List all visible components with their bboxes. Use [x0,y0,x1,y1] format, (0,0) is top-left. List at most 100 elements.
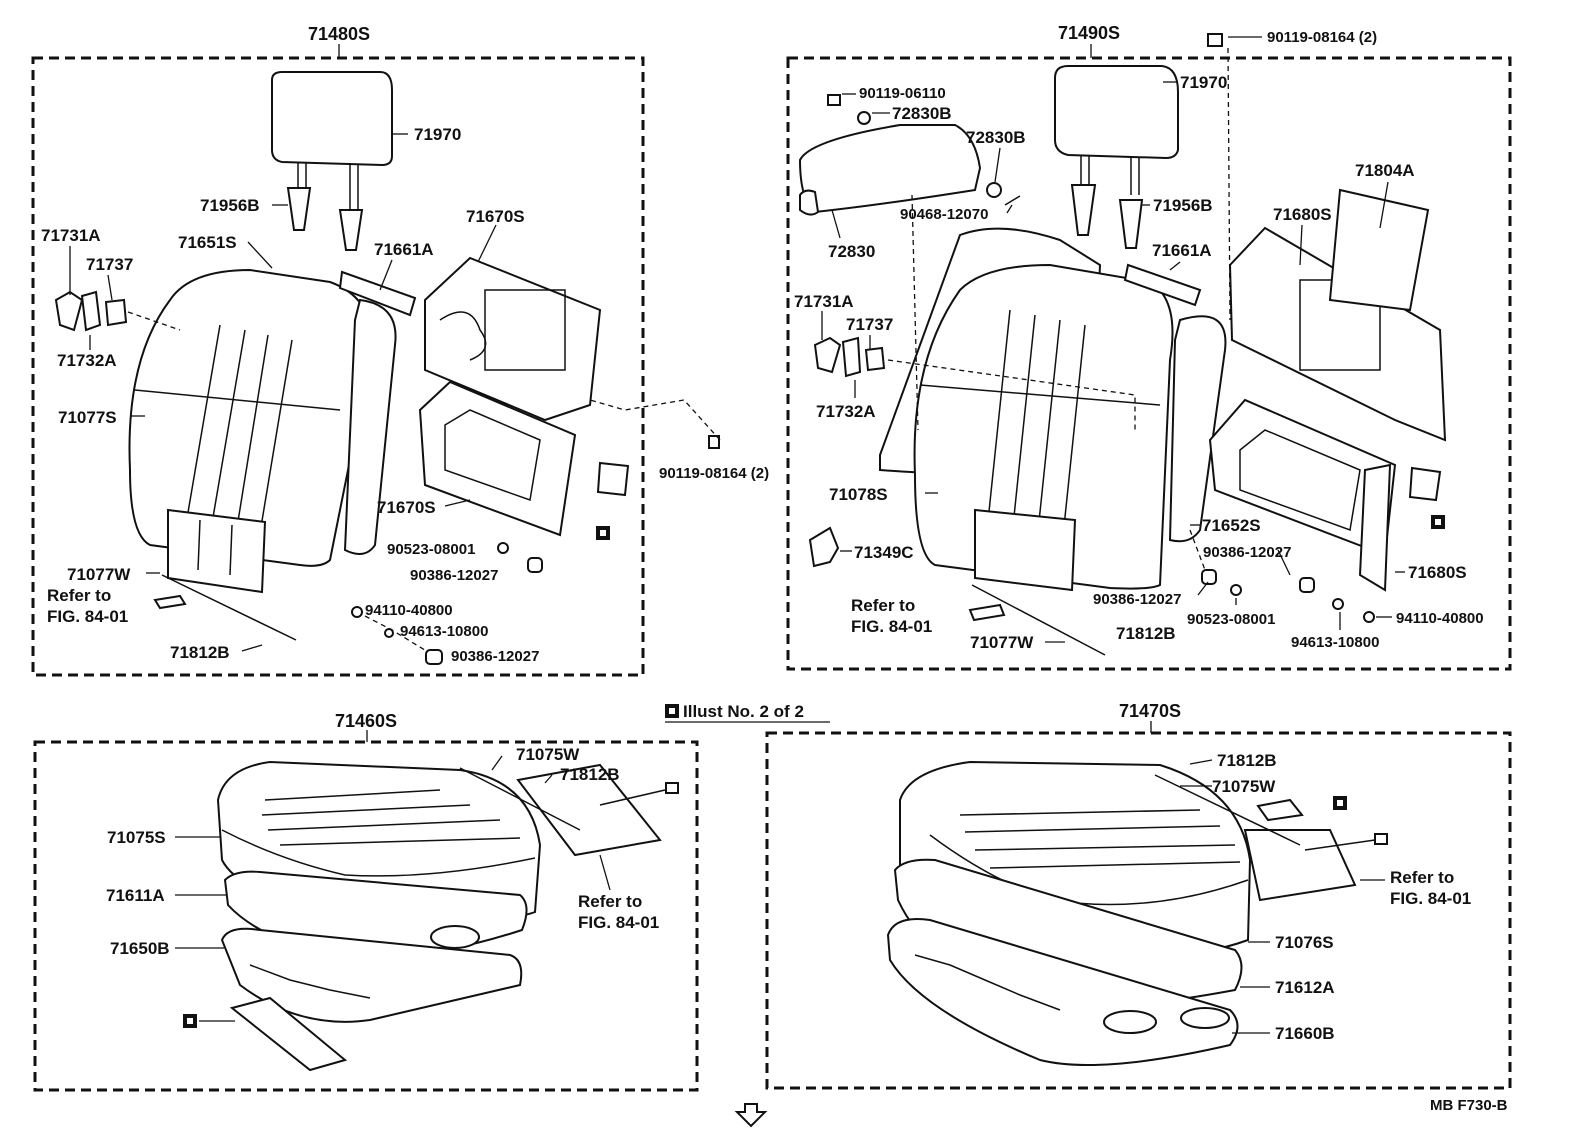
down-arrow-icon[interactable] [734,1103,768,1128]
armrest [798,124,982,216]
label: 94613-10800 [1291,634,1379,651]
label: 71956B [1153,196,1213,215]
footer-code: MB F730-B [1430,1097,1508,1114]
illust-label: Illust No. 2 of 2 [683,702,804,721]
seatback-frame-upper-left [424,256,602,422]
headrest-guides-left [286,187,364,251]
seatback-side-panel-right [1168,315,1227,543]
label: 94110-40800 [365,602,453,619]
label: 90386-12027 [410,567,498,584]
label: 90386-12027 [1203,544,1291,561]
label: 71661A [374,240,434,259]
label: 71812B [170,643,230,662]
strip-left [229,996,348,1072]
label: 71737 [86,255,133,274]
label: 71076S [1275,933,1334,952]
label: FIG. 84-01 [1390,889,1471,908]
group-title-upper-right: 71490S [1058,23,1120,43]
label: FIG. 84-01 [47,607,128,626]
label: 72830B [966,128,1026,147]
headrest-right [1054,65,1179,195]
label: 71680S [1273,205,1332,224]
label: 90523-08001 [387,541,475,558]
hardware-left [153,399,721,665]
hinge-parts-right [813,194,1136,431]
label: Refer to [578,892,642,911]
label: 71077W [970,633,1034,652]
seatback-cover-left [128,268,373,594]
label: 90119-08164 (2) [1267,29,1377,46]
label: 71812B [1116,624,1176,643]
label: Refer to [851,596,915,615]
label: 71804A [1355,161,1415,180]
pad-small-left [596,461,630,497]
label: 71970 [1180,73,1227,92]
group-title-upper-left: 71480S [308,24,370,44]
label: Refer to [47,586,111,605]
label: 71612A [1275,978,1335,997]
label: 90119-06110 [859,85,946,102]
label: 90523-08001 [1187,611,1275,628]
label: 90386-12027 [1093,591,1181,608]
label: 71661A [1152,241,1212,260]
label: 71732A [57,351,117,370]
label: 71078S [829,485,888,504]
label: FIG. 84-01 [851,617,932,636]
wire-plate-left [459,763,679,857]
seatback-frame-upper-right [1228,188,1447,442]
group-title-lower-left: 71460S [335,711,397,731]
label: 71077W [67,565,131,584]
label: 71731A [41,226,101,245]
hinge-parts-left [54,290,181,332]
label: 71349C [854,543,914,562]
label: 72830B [892,104,952,123]
label: Refer to [1390,868,1454,887]
headrest-guides-right [1070,184,1144,249]
label: 90468-12070 [900,206,988,223]
leaders-upper-left [69,133,497,652]
label: 71970 [414,125,461,144]
label: 71075W [1212,777,1276,796]
label: 71660B [1275,1024,1335,1043]
pad-small-right [1408,466,1442,502]
leaders-lower-right [1180,759,1385,1034]
frame-upper-left [31,56,645,677]
label: 71956B [200,196,260,215]
label: 71075W [516,745,580,764]
label: 90386-12027 [451,648,539,665]
label: 94613-10800 [400,623,488,640]
frame-lower-right [765,731,1512,1090]
bracket-71349c [808,526,840,568]
frame-lower-left [33,740,699,1092]
label: 71737 [846,315,893,334]
label: 71650B [110,939,170,958]
label: 71812B [1217,751,1277,770]
frame-upper-right [786,56,1512,671]
label: 71680S [1408,563,1467,582]
label: 71812B [560,765,620,784]
label: 94110-40800 [1396,610,1484,627]
leaders-upper-right [821,36,1405,643]
label: 71732A [816,402,876,421]
group-title-lower-right: 71470S [1119,701,1181,721]
wire-plate-right [1154,774,1388,902]
label: 71611A [106,886,165,905]
label: 71670S [377,498,436,517]
label: 71670S [466,207,525,226]
seat-frame-right [886,918,1239,1066]
label: 72830 [828,242,875,261]
bracket-71661a-right [1123,263,1202,307]
label: 71075S [107,828,166,847]
label: 71652S [1202,516,1261,535]
label: 71077S [58,408,117,427]
leaders-lower-left [175,755,611,1022]
seatback-frame-lower-left [418,380,577,537]
seatback-side-panel-left [343,298,397,555]
label: 71731A [794,292,854,311]
label: 71651S [178,233,237,252]
seatback-cover-right [879,227,1174,592]
bracket-71661a-left [338,270,417,317]
hardware-right [827,33,1375,656]
label: FIG. 84-01 [578,913,659,932]
